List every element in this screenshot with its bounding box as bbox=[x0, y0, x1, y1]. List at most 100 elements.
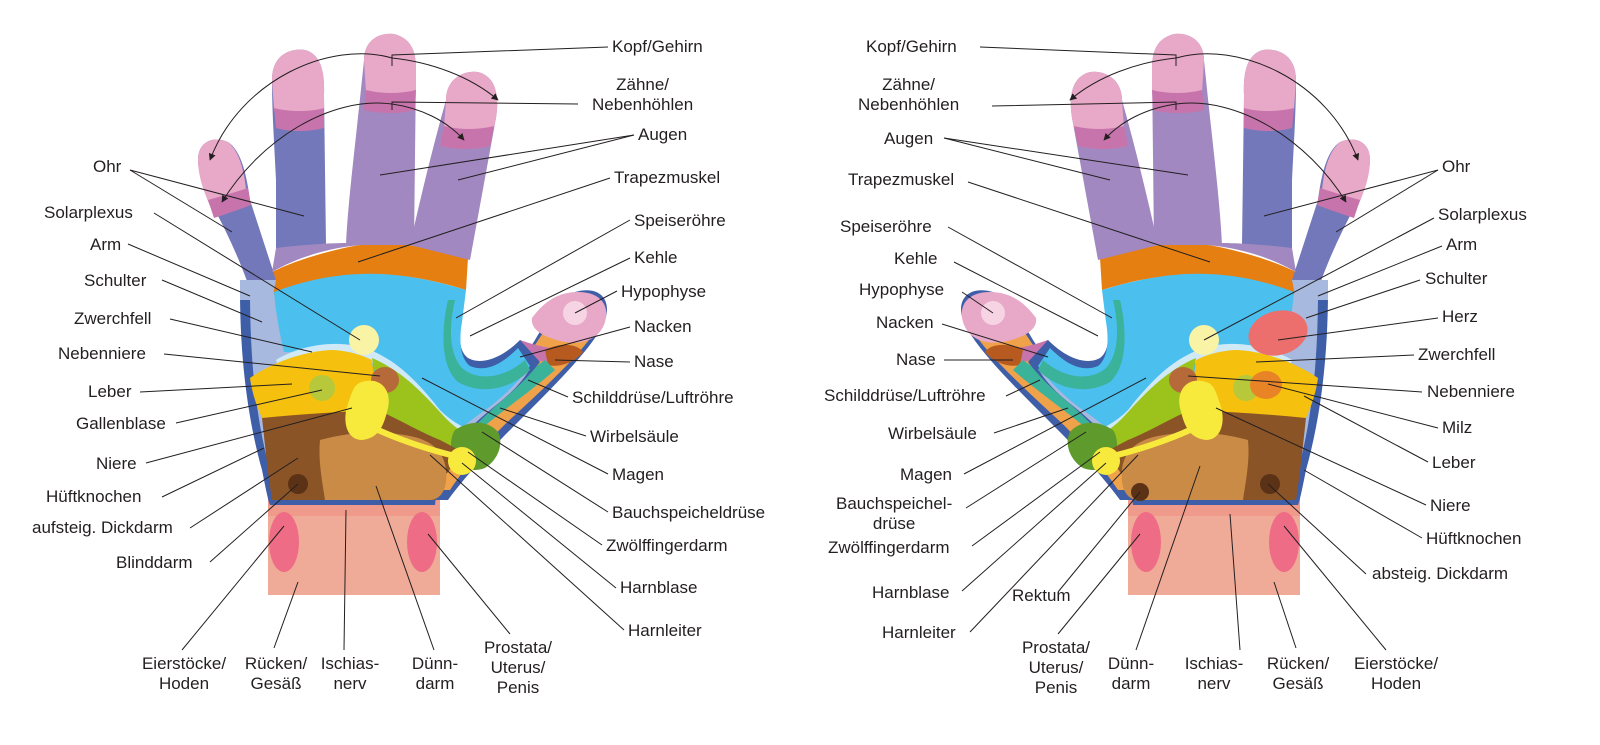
leader-line-bauch bbox=[481, 431, 609, 513]
leader-line-ohr2 bbox=[129, 169, 233, 233]
label-left-harnblase: Harnblase bbox=[620, 578, 698, 597]
leader-line-r-schild bbox=[1005, 379, 1041, 397]
right-hand bbox=[961, 34, 1370, 595]
label-left-kopf: Kopf/Gehirn bbox=[612, 37, 703, 56]
leader-line-dickd bbox=[189, 457, 299, 529]
label-left-ruecken: Rücken/ Gesäß bbox=[244, 654, 308, 693]
label-left-nase: Nase bbox=[634, 352, 674, 371]
leader-line-zwerch bbox=[169, 318, 313, 353]
label-left-zaehne: Zähne/ Nebenhöhlen bbox=[592, 75, 694, 114]
leader-line-kopf bbox=[391, 46, 609, 66]
leader-line-kehle bbox=[469, 257, 631, 337]
leader-line-eier bbox=[181, 525, 285, 651]
leader-line-r-zwerch bbox=[1255, 354, 1415, 363]
label-right-magen: Magen bbox=[900, 465, 952, 484]
leader-arc-right-1 bbox=[1175, 53, 1360, 161]
label-right-dickdarm: absteig. Dickdarm bbox=[1372, 564, 1509, 583]
label-right-prostata: Prostata/ Uterus/ Penis bbox=[1021, 638, 1091, 697]
leader-line-ischias bbox=[343, 509, 347, 651]
leader-line-r-kopf bbox=[979, 46, 1177, 66]
label-right-ruecken: Rücken/ Gesäß bbox=[1266, 654, 1330, 693]
leader-line-blind bbox=[209, 483, 299, 563]
leader-line-r-harnbl bbox=[961, 462, 1107, 592]
leader-line-solar bbox=[153, 212, 361, 341]
leader-line-nacken bbox=[519, 326, 631, 358]
leader-line-r-zaehne bbox=[991, 101, 1177, 110]
leader-line-r-rektum bbox=[1057, 491, 1141, 593]
leader-arc-left-1 bbox=[208, 53, 393, 161]
leader-line-schulter bbox=[161, 279, 263, 323]
label-left-zwerchfell: Zwerchfell bbox=[74, 309, 152, 328]
label-left-hueftknochen: Hüftknochen bbox=[46, 487, 142, 506]
leader-line-r-dickd bbox=[1267, 483, 1367, 575]
leader-line-r-augen bbox=[943, 137, 1189, 176]
leader-line-augen bbox=[379, 134, 635, 176]
label-left-solarplexus: Solarplexus bbox=[44, 203, 133, 222]
leader-line-harnle bbox=[429, 454, 625, 631]
label-right-herz: Herz bbox=[1442, 307, 1478, 326]
label-left-gallenblase: Gallenblase bbox=[76, 414, 166, 433]
leader-line-harnbl bbox=[461, 462, 617, 589]
leader-line-r-bauch bbox=[965, 431, 1087, 509]
left-hand bbox=[198, 34, 607, 595]
leader-line-r-nacken bbox=[941, 323, 1049, 358]
label-right-milz: Milz bbox=[1442, 418, 1473, 437]
label-right-zwoelffinger: Zwölffingerdarm bbox=[828, 538, 950, 557]
label-left-magen: Magen bbox=[612, 465, 664, 484]
label-right-arm: Arm bbox=[1446, 235, 1478, 254]
leader-line-r-schulter bbox=[1305, 279, 1421, 319]
label-left-dickdarm: aufsteig. Dickdarm bbox=[32, 518, 173, 537]
leader-line-r-trapez bbox=[967, 181, 1211, 263]
label-right-ohr: Ohr bbox=[1442, 157, 1471, 176]
leader-line-prost bbox=[427, 533, 511, 635]
leader-line-hypo bbox=[574, 290, 618, 314]
leader-line-r-harnle bbox=[969, 454, 1139, 633]
label-left-leber: Leber bbox=[88, 382, 132, 401]
leader-arc-left-3 bbox=[221, 102, 393, 203]
label-right-nebenniere: Nebenniere bbox=[1427, 382, 1515, 401]
leader-line-r-ohr1 bbox=[1263, 169, 1439, 217]
leader-line-wirbel bbox=[499, 407, 587, 437]
label-left-prostata: Prostata/ Uterus/ Penis bbox=[483, 638, 553, 697]
label-left-eierstoecke: Eierstöcke/ Hoden bbox=[141, 654, 227, 693]
leader-arc-left-2 bbox=[391, 57, 499, 101]
leader-line-zaehne bbox=[391, 101, 579, 110]
heart-spot bbox=[1248, 310, 1308, 356]
label-right-nase: Nase bbox=[896, 350, 936, 369]
leader-line-rueck bbox=[273, 581, 299, 649]
label-right-harnleiter: Harnleiter bbox=[882, 623, 956, 642]
leader-arc-left-4 bbox=[391, 103, 465, 141]
label-right-augen: Augen bbox=[884, 129, 934, 148]
leader-line-r-prost bbox=[1057, 533, 1141, 635]
leader-line-r-duenn bbox=[1135, 465, 1201, 651]
leader-line-leber bbox=[139, 383, 293, 393]
leader-line-nebenn bbox=[163, 353, 381, 377]
label-left-harnleiter: Harnleiter bbox=[628, 621, 702, 640]
label-left-kehle: Kehle bbox=[634, 248, 678, 267]
label-right-speiseroehre: Speiseröhre bbox=[840, 217, 932, 236]
label-right-kehle: Kehle bbox=[894, 249, 938, 268]
label-right-wirbelsaeule: Wirbelsäule bbox=[888, 424, 977, 443]
label-left-trapezmuskel: Trapezmuskel bbox=[614, 168, 721, 187]
label-right-ischias: Ischias- nerv bbox=[1184, 654, 1244, 693]
label-right-kopf: Kopf/Gehirn bbox=[866, 37, 957, 56]
label-left-augen: Augen bbox=[638, 125, 688, 144]
label-left-ischias: Ischias- nerv bbox=[320, 654, 380, 693]
leader-line-r-arm bbox=[1317, 245, 1443, 297]
leader-line-r-solar bbox=[1203, 217, 1435, 341]
leader-line-r-rueck bbox=[1273, 581, 1297, 649]
leader-line-r-magen bbox=[963, 377, 1147, 475]
leader-line-magen bbox=[421, 377, 609, 475]
label-left-schilddruese: Schilddrüse/Luftröhre bbox=[572, 388, 734, 407]
label-right-hueftknochen: Hüftknochen bbox=[1426, 529, 1522, 548]
leader-line-r-kehle bbox=[953, 261, 1099, 337]
label-left-hypophyse: Hypophyse bbox=[621, 282, 707, 301]
label-left-blinddarm: Blinddarm bbox=[116, 553, 193, 572]
leader-line-r-eier bbox=[1283, 525, 1387, 651]
leader-line-r-milz bbox=[1267, 383, 1439, 429]
label-right-zaehne: Zähne/ Nebenhöhlen bbox=[858, 75, 960, 114]
label-right-nacken: Nacken bbox=[876, 313, 934, 332]
label-right-eierstoecke: Eierstöcke/ Hoden bbox=[1353, 654, 1439, 693]
leader-line-hueft bbox=[161, 447, 265, 498]
